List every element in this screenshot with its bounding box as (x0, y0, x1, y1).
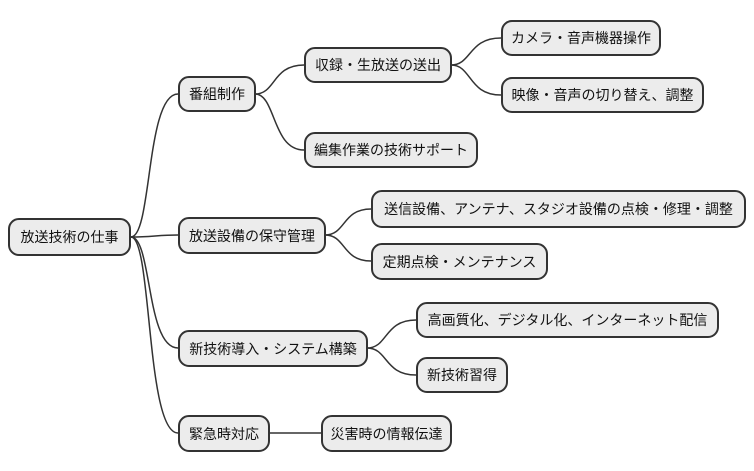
node-camera-audio-operation: カメラ・音声機器操作 (501, 20, 661, 56)
node-hd-digital-internet: 高画質化、デジタル化、インターネット配信 (416, 302, 719, 338)
node-newtech-learning: 新技術習得 (416, 357, 508, 393)
edge-root-maintenance (130, 234, 179, 238)
node-video-audio-switching: 映像・音声の切り替え、調整 (501, 77, 704, 113)
node-newtech-system-building: 新技術導入・システム構築 (178, 330, 368, 367)
node-transmission-inspection-repair: 送信設備、アンテナ、スタジオ設備の点検・修理・調整 (371, 190, 746, 228)
edge-maintenance-inspect (324, 208, 372, 236)
node-program-production: 番組制作 (178, 76, 256, 112)
node-periodic-inspection: 定期点検・メンテナンス (371, 243, 548, 280)
edge-recording-switching (450, 64, 502, 96)
node-recording-live-broadcast: 収録・生放送の送出 (304, 47, 452, 83)
edge-program-editing (254, 93, 305, 151)
edge-root-emergency (130, 236, 179, 434)
node-editing-tech-support: 編集作業の技術サポート (304, 132, 478, 168)
edge-root-program (130, 93, 179, 238)
edge-maintenance-periodic (324, 234, 372, 262)
node-disaster-information: 災害時の情報伝達 (321, 415, 452, 452)
edge-newtech-quality (366, 319, 417, 349)
edge-program-recording (254, 64, 305, 95)
edge-newtech-learning (366, 347, 417, 376)
edge-root-newtech (130, 236, 179, 349)
node-emergency-response: 緊急時対応 (178, 415, 270, 452)
node-equipment-maintenance: 放送設備の保守管理 (178, 217, 326, 254)
node-broadcast-technology-work: 放送技術の仕事 (8, 218, 131, 256)
edge-recording-camera (450, 37, 502, 66)
